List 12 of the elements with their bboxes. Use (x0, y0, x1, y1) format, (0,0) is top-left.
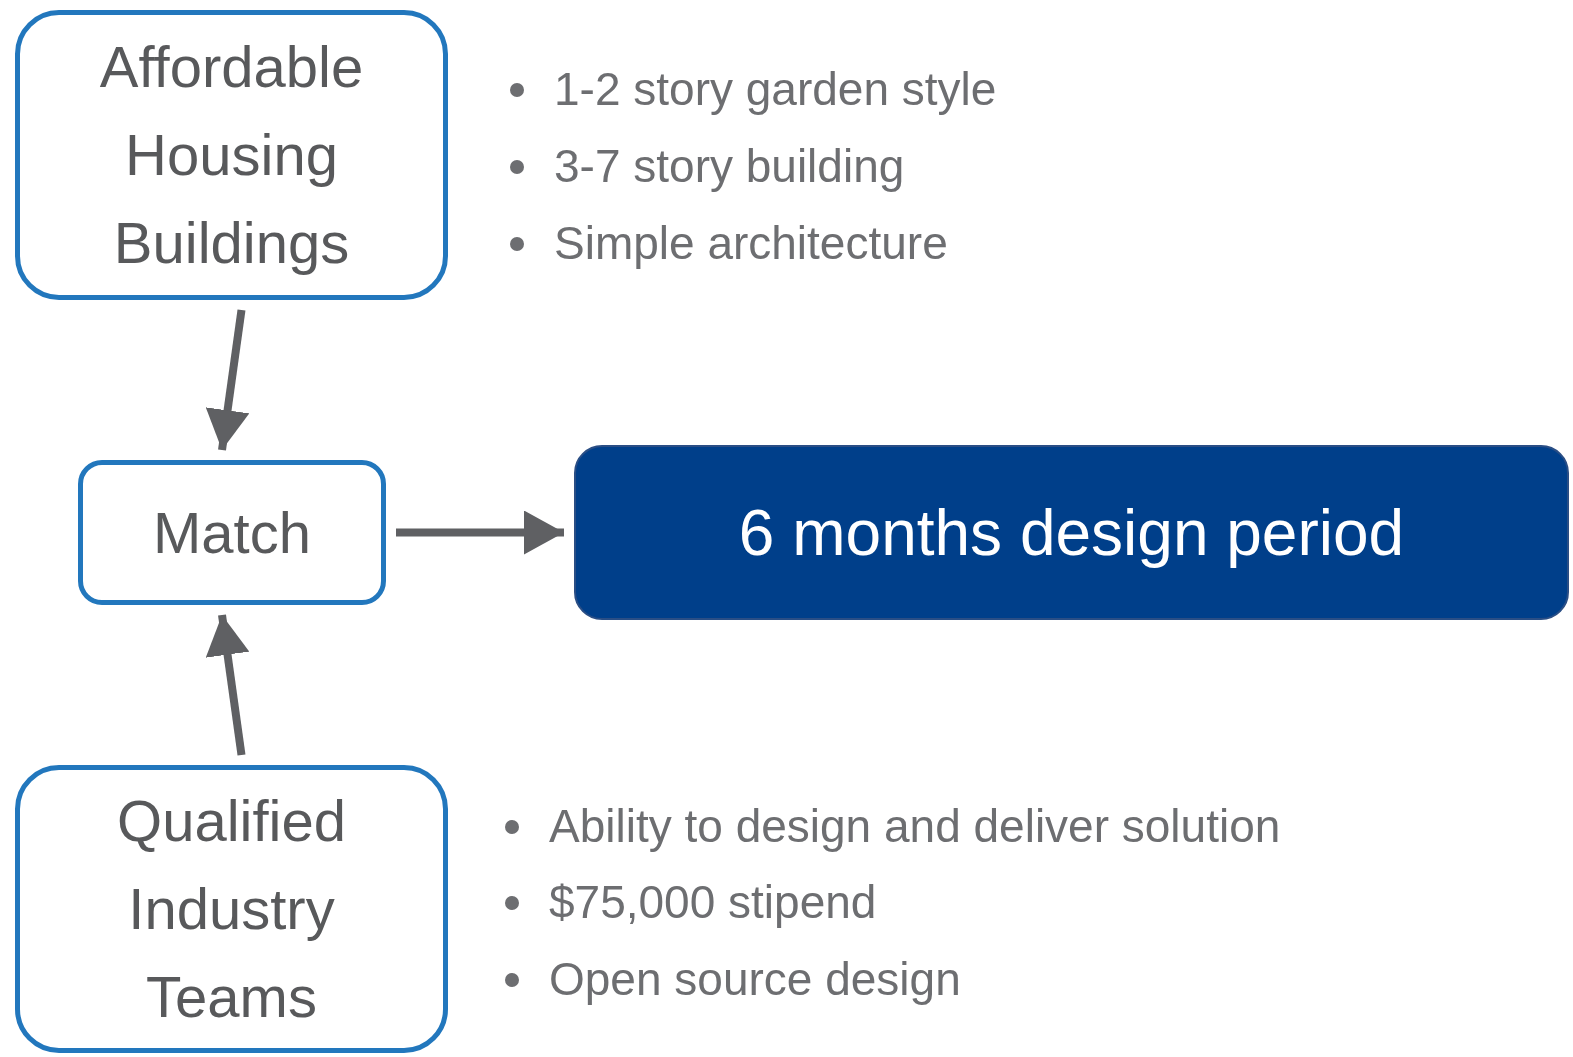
bullet-text: Simple architecture (554, 216, 948, 271)
bullet-text: Ability to design and deliver solution (549, 799, 1281, 854)
arrow (205, 309, 250, 451)
process-box: Match (78, 460, 386, 605)
arrow (205, 614, 250, 756)
bullet-text: 1-2 story garden style (554, 62, 997, 117)
process-box: Qualified Industry Teams (15, 765, 448, 1053)
highlight-box: 6 months design period (574, 445, 1569, 620)
process-box: Affordable Housing Buildings (15, 10, 448, 300)
bullet-text: 3-7 story building (554, 139, 905, 194)
bullet-text: $75,000 stipend (549, 875, 877, 930)
bullet-text: Open source design (549, 952, 961, 1007)
